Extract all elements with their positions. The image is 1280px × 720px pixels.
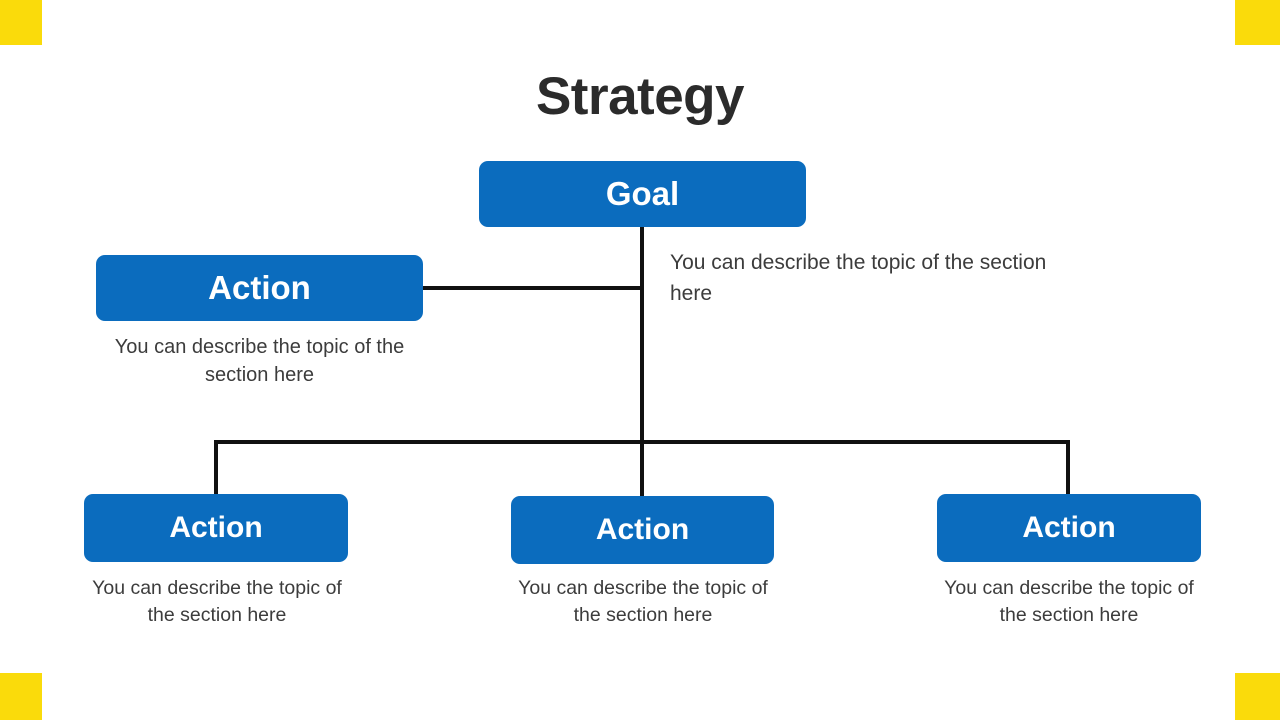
caption-action-bottom-right: You can describe the topic of the sectio… [944,577,1194,626]
node-action-left[interactable]: Action [96,255,423,321]
corner-accent-bottom-left [0,673,42,720]
node-action-bottom-left[interactable]: Action [84,494,348,562]
node-action-bottom-right[interactable]: Action [937,494,1201,562]
caption-action-bottom-center: You can describe the topic of the sectio… [518,577,768,626]
connector-drop-bottom-left [214,440,218,496]
connector-drop-bottom-right [1066,440,1070,496]
caption-action-left: You can describe the topic of the sectio… [114,336,405,386]
corner-accent-top-left [0,0,42,45]
connector-branch-left [423,286,642,290]
caption-action-bottom-left: You can describe the topic of the sectio… [92,577,342,626]
node-action-bottom-center[interactable]: Action [511,496,774,564]
node-goal[interactable]: Goal [479,161,806,227]
connector-trunk-vertical [640,226,644,444]
corner-accent-bottom-right [1235,673,1280,720]
corner-accent-top-right [1235,0,1280,45]
connector-drop-bottom-center [640,440,644,498]
page-title: Strategy [535,67,745,126]
caption-goal: You can describe the topic of the sectio… [670,251,1047,305]
